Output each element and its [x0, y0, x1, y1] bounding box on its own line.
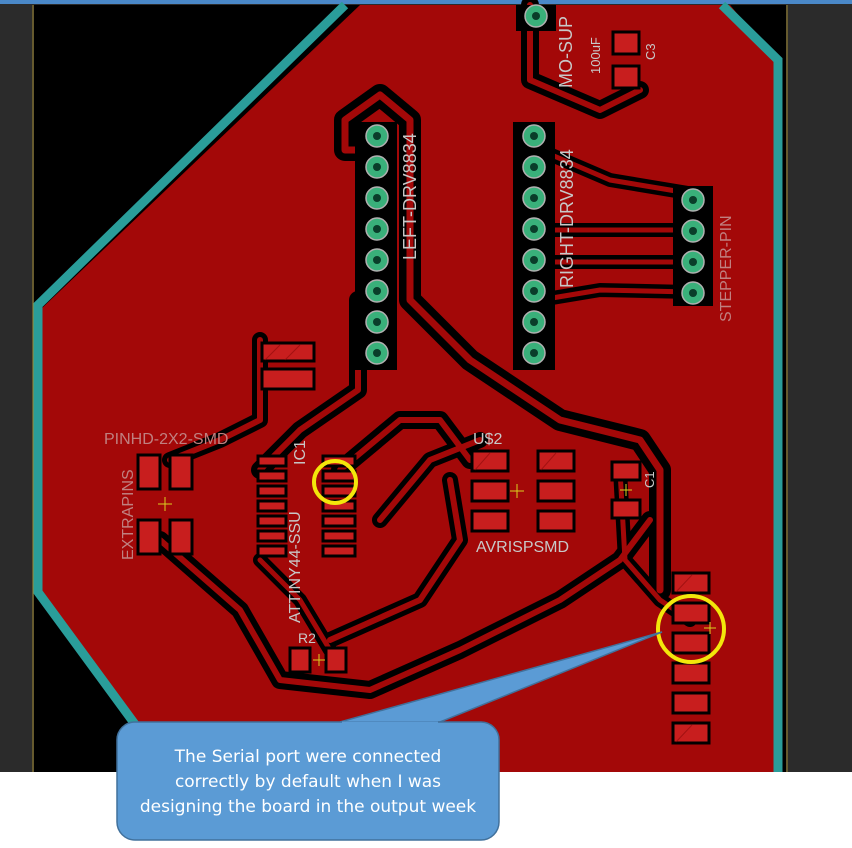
left-drv8834-header	[355, 122, 397, 370]
right-drv8834-label: RIGHT-DRV8834	[557, 149, 577, 288]
cap-value-label: 100uF	[588, 37, 603, 74]
callout-text: The Serial port were connected correctly…	[139, 746, 477, 817]
origin-markers	[158, 484, 716, 666]
stepper-pin-label: STEPPER-PIN	[718, 215, 735, 322]
motor-supply-header	[516, 4, 556, 31]
smd-pads	[136, 30, 711, 745]
pad-hatching	[264, 344, 693, 743]
board-outline-right	[718, 1, 783, 772]
right-drv8834-header	[513, 122, 555, 370]
left-drv8834-label: LEFT-DRV8834	[400, 133, 420, 260]
callout-box	[116, 721, 500, 841]
usd2-label: U$2	[473, 431, 502, 448]
avrispsmd-label: AVRISPSMD	[476, 539, 569, 556]
r2-label: R2	[298, 630, 316, 646]
ic1-label: IC1	[292, 440, 309, 465]
stepper-pin-header	[673, 186, 713, 306]
motor-supply-label: MO-SUP	[556, 16, 576, 88]
extrapins-label: EXTRAPINS	[120, 469, 137, 560]
board-outline-left	[33, 1, 349, 775]
window-top-bar	[0, 0, 852, 4]
pinhd-label: PINHD-2X2-SMD	[104, 431, 228, 448]
highlight-circle-attiny-pins	[312, 459, 358, 505]
attiny-label: ATTINY44-SSU	[287, 511, 304, 623]
c3-label: C3	[643, 43, 658, 60]
highlight-circle-serial-header	[656, 594, 726, 664]
c1-label: C1	[642, 471, 657, 488]
